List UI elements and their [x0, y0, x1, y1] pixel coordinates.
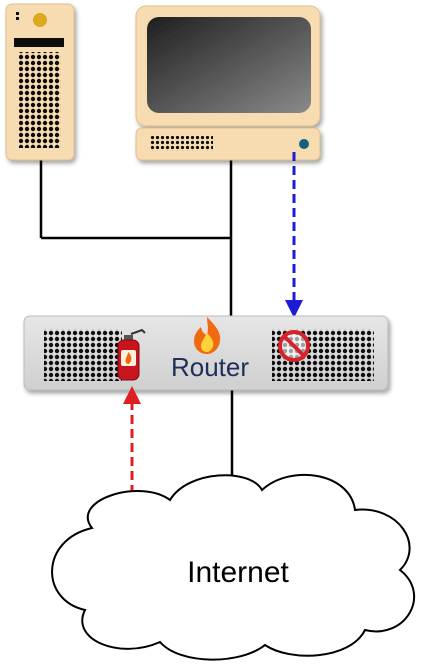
crt-monitor-icon [135, 5, 321, 161]
outbound-traffic-arrow [285, 152, 303, 318]
router-label: Router [171, 352, 249, 382]
drive-slot [14, 38, 64, 47]
power-led [33, 13, 47, 27]
tower-vent [19, 52, 61, 148]
base-vent [149, 136, 213, 151]
monitor-screen [147, 17, 311, 113]
fire-icon [194, 317, 221, 354]
wires [39, 160, 234, 488]
desktop-tower-icon [5, 3, 75, 161]
monitor-power-led [299, 139, 309, 149]
cloud-icon: Internet [51, 473, 416, 661]
router-vent-left [44, 329, 122, 381]
cloud-label: Internet [187, 556, 289, 589]
inbound-traffic-arrow [123, 386, 141, 508]
no-entry-icon [278, 330, 310, 362]
router-device: Router [23, 315, 389, 391]
fire-extinguisher-icon [117, 328, 146, 381]
